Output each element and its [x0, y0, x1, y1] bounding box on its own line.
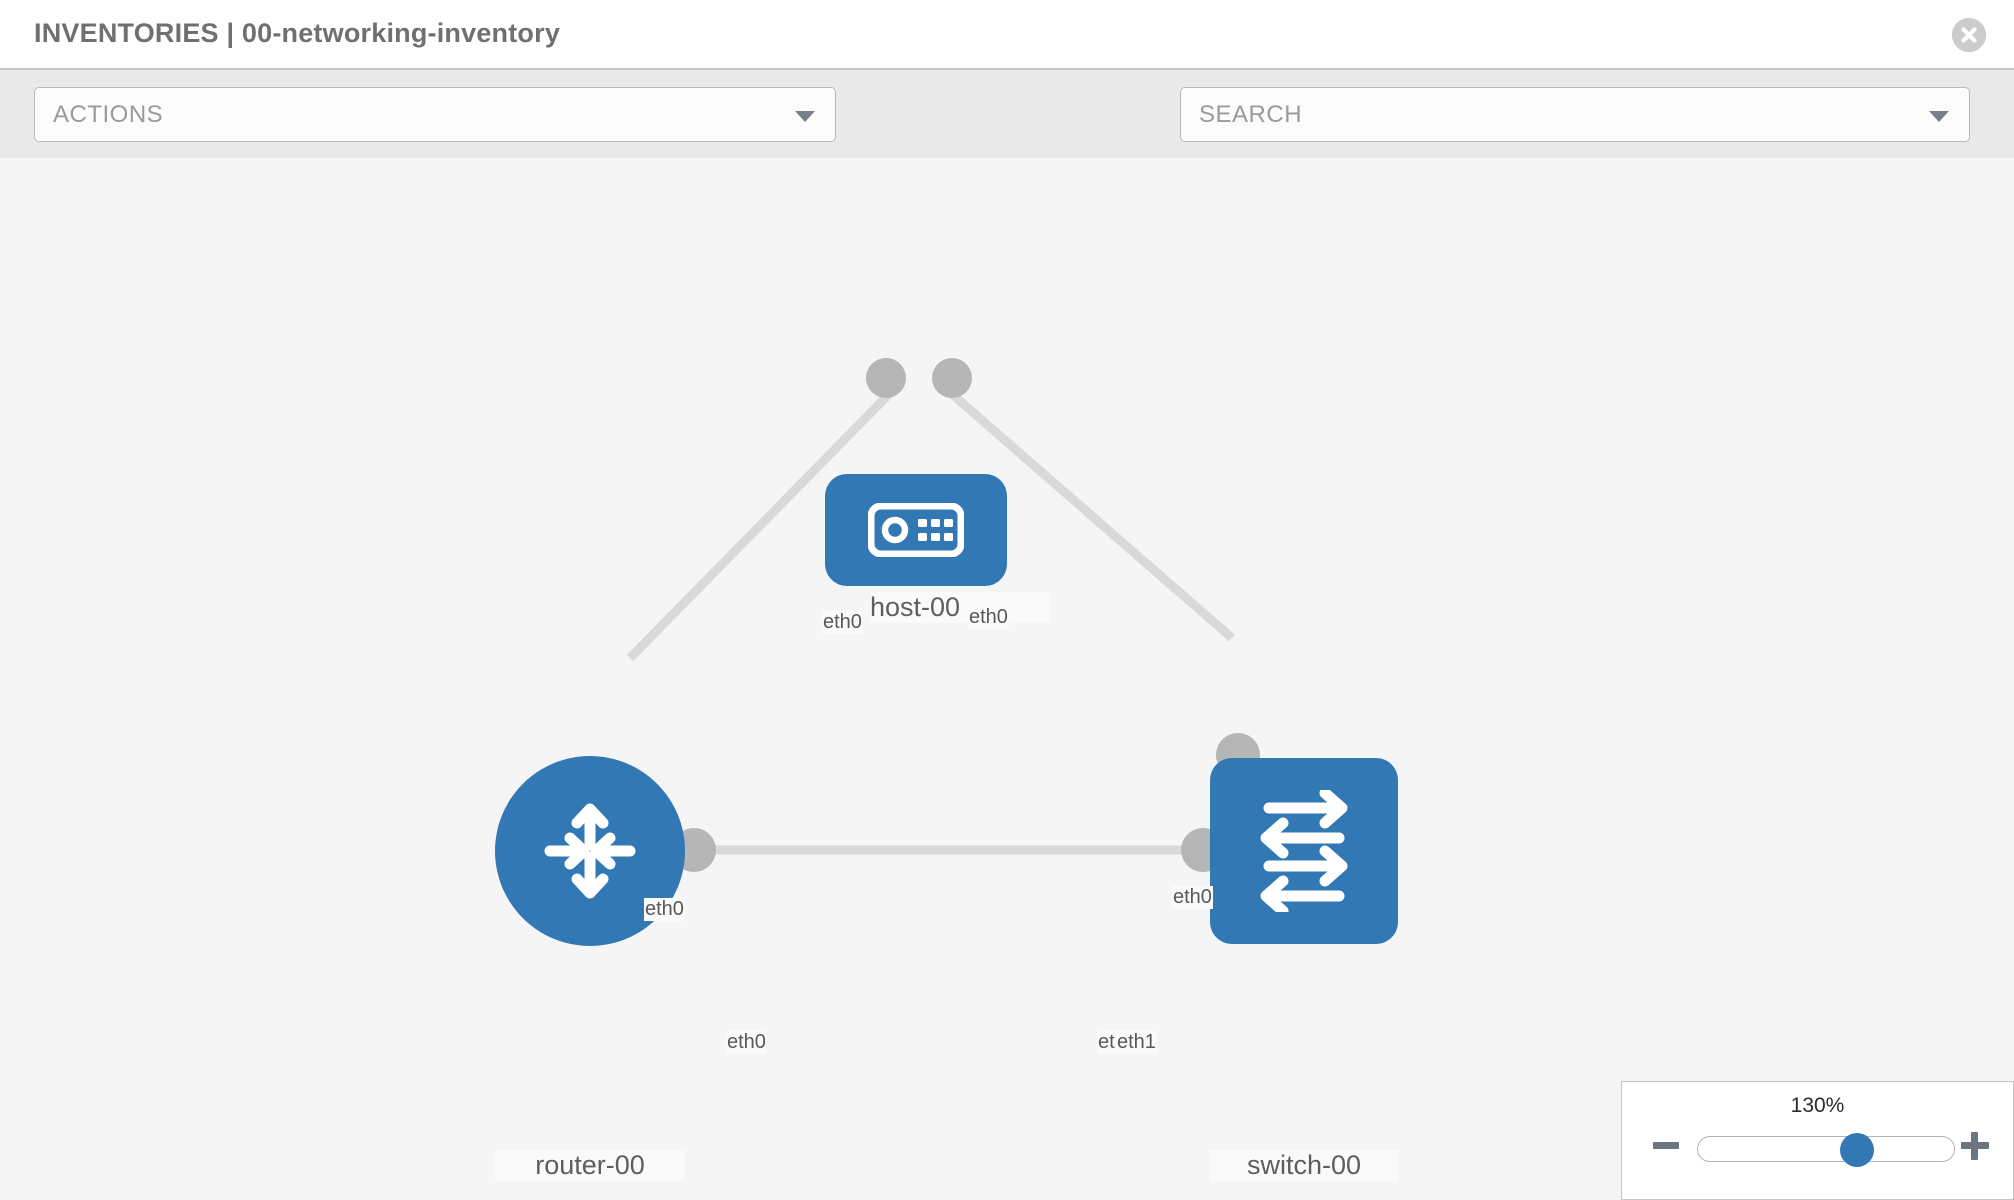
server-icon [868, 503, 964, 557]
node-label-router-00: router-00 [495, 1150, 685, 1181]
zoom-level-value: 130% [1790, 1094, 1845, 1117]
zoom-slider-thumb[interactable] [1839, 1133, 1874, 1167]
node-label-switch-00: switch-00 [1210, 1150, 1398, 1181]
chevron-down-icon[interactable] [1929, 111, 1949, 122]
edge-label-switch00-eth1: eth1 [1116, 1031, 1157, 1054]
edge-host00-router00 [626, 384, 899, 662]
chevron-down-icon [795, 111, 815, 122]
actions-dropdown-label: ACTIONS [53, 101, 164, 128]
actions-dropdown[interactable]: ACTIONS [34, 87, 836, 142]
zoom-slider-track[interactable] [1697, 1133, 1955, 1167]
edge-label-switch00-eth0-uplink: eth0 [1172, 886, 1213, 909]
zoom-in-button[interactable] [1961, 1132, 1989, 1160]
node-host-00[interactable] [825, 474, 1007, 586]
topology-edges [626, 358, 1260, 872]
edge-host00-switch00 [942, 384, 1235, 642]
close-icon[interactable] [1952, 18, 1986, 52]
edge-label-router00-eth0: eth0 [726, 1031, 767, 1054]
zoom-control-panel: 130% [1621, 1081, 2014, 1200]
search-placeholder: SEARCH [1199, 101, 1303, 128]
toolbar: ACTIONS SEARCH [0, 70, 2014, 202]
node-label-host-00: host-00 [870, 592, 1050, 623]
page-title: INVENTORIES | 00-networking-inventory [34, 18, 561, 48]
node-switch-00[interactable] [1210, 758, 1398, 944]
zoom-out-button[interactable] [1653, 1142, 1679, 1149]
endpoint-host00-eth0-right [932, 358, 972, 398]
edge-label-router00-eth0-uplink: eth0 [644, 898, 685, 921]
topology-canvas[interactable]: host-00 router-0 [0, 158, 2014, 1200]
edge-label-host00-eth0-right: eth0 [968, 606, 1009, 629]
zoom-slider-row [1622, 1132, 2013, 1172]
router-arrows-icon [544, 803, 636, 899]
switch-arrows-icon [1260, 790, 1348, 912]
edge-label-host00-eth0-left: eth0 [822, 611, 863, 634]
endpoint-host00-eth0-left [866, 358, 906, 398]
page-header: INVENTORIES | 00-networking-inventory [0, 0, 2014, 70]
search-input[interactable]: SEARCH [1180, 87, 1970, 142]
